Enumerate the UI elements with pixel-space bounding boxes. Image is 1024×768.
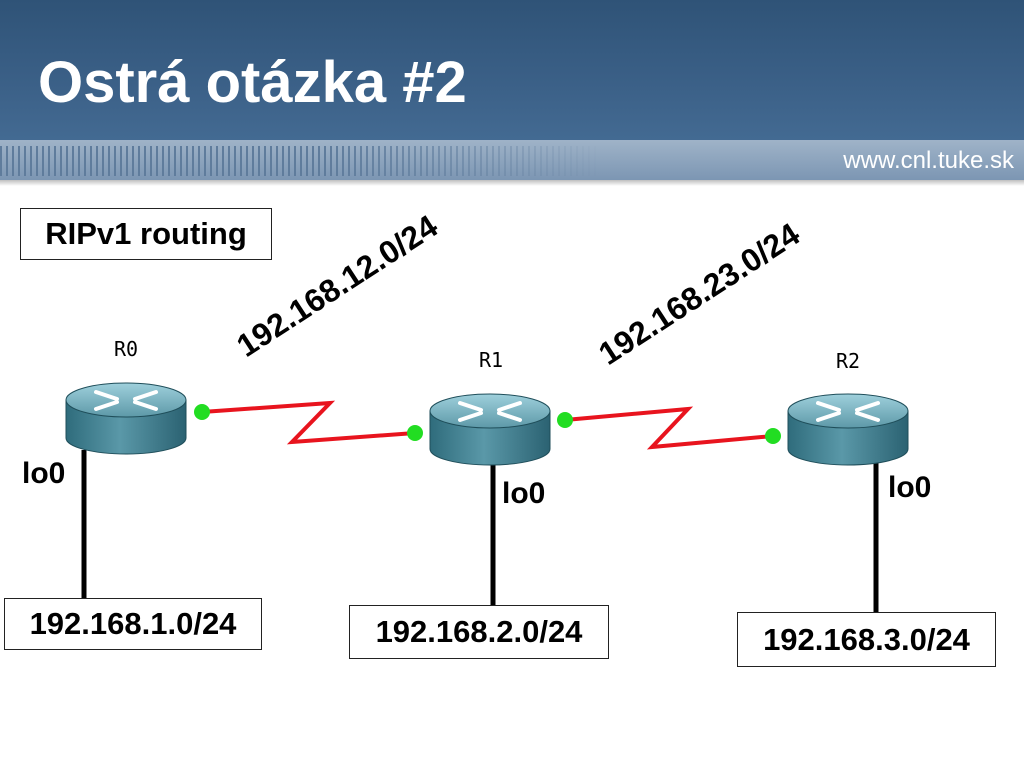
router-r0-label: R0 — [114, 337, 138, 361]
router-r2-icon — [787, 393, 909, 466]
serial-link-r0-r1 — [201, 400, 416, 445]
lo0-label-r1: lo0 — [502, 477, 545, 510]
interface-dot-r0-s — [194, 404, 210, 420]
router-r2-label: R2 — [836, 349, 860, 373]
routing-protocol-label: RIPv1 routing — [20, 208, 272, 260]
serial-link-r1-r2 — [564, 406, 774, 450]
header-shadow — [0, 180, 1024, 186]
lo0-label-r0: lo0 — [22, 457, 65, 490]
network-box-r1: 192.168.2.0/24 — [349, 605, 609, 659]
link-label-r1-r2: 192.168.23.0/24 — [592, 216, 806, 372]
site-url: www.cnl.tuke.sk — [843, 147, 1014, 174]
router-r1-icon — [429, 393, 551, 466]
interface-dot-r2-w — [765, 428, 781, 444]
network-box-r2: 192.168.3.0/24 — [737, 612, 996, 667]
slide-header: Ostrá otázka #2 — [0, 0, 1024, 140]
router-r0-icon — [65, 382, 187, 455]
interface-dot-r1-w — [407, 425, 423, 441]
lo0-label-r2: lo0 — [888, 471, 931, 504]
router-r1-label: R1 — [479, 348, 503, 372]
network-box-r0: 192.168.1.0/24 — [4, 598, 262, 650]
interface-dot-r1-e — [557, 412, 573, 428]
slide-title: Ostrá otázka #2 — [38, 50, 467, 115]
header-stripe-pattern — [0, 146, 600, 176]
